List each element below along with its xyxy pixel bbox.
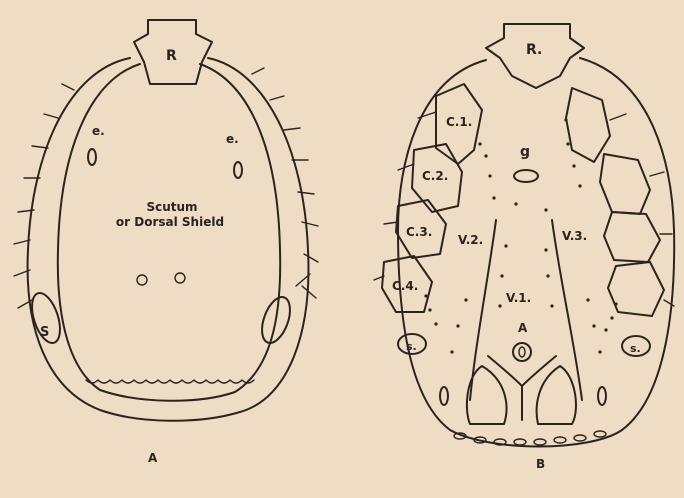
- coxa-4-label: C.4.: [392, 279, 418, 293]
- coxa-2-label: C.2.: [422, 169, 448, 183]
- ventral-2-label: V.2.: [458, 233, 483, 247]
- pore-right: [175, 273, 185, 283]
- genital-label: g: [520, 144, 530, 160]
- coxa-4-right: [608, 262, 664, 316]
- eye-right: [234, 162, 242, 178]
- rostrum-label-a: R: [166, 48, 177, 64]
- pore-left: [137, 275, 147, 285]
- coxa-2-right: [600, 154, 650, 214]
- figure-a-dorsal-view: R e. e. Scutum or D: [14, 20, 318, 465]
- adanal-plate-left: [467, 366, 507, 424]
- scutum-label-line2: or Dorsal Shield: [116, 215, 224, 229]
- accessory-plate-right: [598, 387, 606, 405]
- ventral-1-label: V.1.: [506, 291, 531, 305]
- leg-stubs: [374, 112, 674, 306]
- spiracle-label-right-b: s.: [630, 342, 641, 355]
- coxa-3-label: C.3.: [406, 225, 432, 239]
- adanal-plate-right: [537, 366, 576, 424]
- caption-b: B: [536, 457, 545, 471]
- scutum-outline: [58, 64, 280, 401]
- eye-label-left: e.: [92, 124, 105, 138]
- spiracle-label-a: S: [40, 325, 49, 340]
- anus-valve: [519, 347, 525, 357]
- caption-a: A: [148, 451, 158, 465]
- scutum-festoon-edge: [86, 380, 254, 383]
- anal-groove: [488, 356, 556, 420]
- rostrum-label-b: R.: [526, 42, 542, 58]
- spiracle-label-left-b: s.: [406, 340, 417, 353]
- ventral-3-label: V.3.: [562, 229, 587, 243]
- body-outline-a: [28, 58, 309, 421]
- genital-pore: [514, 170, 538, 182]
- figure-b-ventral-view: R. C.1. C.2. C.3. C.4. g: [374, 24, 674, 471]
- coxa-1-label: C.1.: [446, 115, 472, 129]
- anus-label: A: [518, 321, 528, 335]
- scutum-label-line1: Scutum: [146, 200, 197, 214]
- coxa-3-right: [604, 212, 660, 262]
- accessory-plate-left: [440, 387, 448, 405]
- eye-left: [88, 149, 96, 165]
- eye-label-right: e.: [226, 132, 239, 146]
- setae-left-a: [14, 84, 74, 308]
- coxa-1-right: [566, 88, 610, 162]
- anus-ring-outer: [513, 343, 531, 361]
